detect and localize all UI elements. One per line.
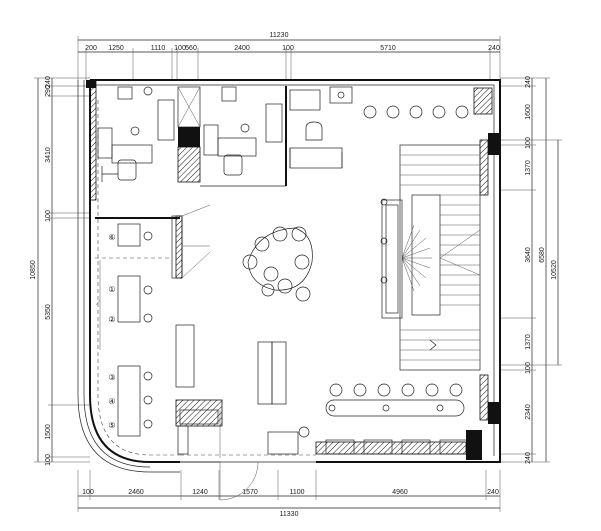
top-seg-9: 240	[488, 45, 500, 52]
bottom-seg-7: 240	[487, 489, 499, 496]
sofa-lounge	[380, 198, 432, 319]
left-seg-2: 290	[45, 85, 52, 97]
bottom-dimension: 100 2460 1240 1570 1100 4960 240 11330	[77, 470, 501, 518]
left-seg-5: 5350	[45, 304, 52, 320]
right-seg-1: 240	[525, 76, 532, 88]
right-seg-3: 100	[525, 137, 532, 149]
left-seg-7: 100	[45, 454, 52, 466]
top-seg-8: 5710	[380, 45, 396, 52]
top-seg-7: 100	[282, 45, 294, 52]
bottom-cabinet	[315, 430, 482, 460]
left-seg-1: 240	[45, 76, 52, 88]
top-seg-1: 200	[85, 45, 97, 52]
left-seg-6: 1500	[45, 424, 52, 440]
left-seg-4: 100	[45, 210, 52, 222]
right-columns	[479, 133, 500, 424]
bar-counter	[267, 383, 465, 455]
top-total-label: 11230	[270, 32, 289, 39]
workstation-zone: ⑥ ① ② ③ ④ ⑤	[95, 204, 223, 458]
bottom-seg-3: 1240	[192, 489, 208, 496]
bottom-seg-4: 1570	[242, 489, 258, 496]
right-seg-2: 1600	[525, 104, 532, 120]
column-top-middle	[178, 127, 200, 147]
top-seg-4: 100	[174, 45, 186, 52]
workstation-label-6: ⑥	[108, 233, 115, 242]
workstation-label-3: ③	[108, 373, 115, 382]
bottom-seg-6: 4960	[392, 489, 408, 496]
left-seg-3: 3410	[45, 147, 52, 163]
right-dimension: 240 1600 100 1370 3640 1370 100 2340 240…	[500, 76, 562, 464]
workstation-label-5: ⑤	[108, 421, 115, 430]
top-seg-2: 1250	[108, 45, 124, 52]
right-outer-label: 6580	[539, 247, 546, 263]
left-total-label: 10850	[30, 260, 37, 280]
restroom	[285, 86, 353, 186]
bottom-seg-2: 2460	[128, 489, 144, 496]
right-seg-8: 2340	[525, 404, 532, 420]
entrance-door	[180, 461, 259, 501]
bottom-total-label: 11330	[280, 511, 299, 518]
top-dimension: 11230 200 1250 1110 100 560 2400 100 571…	[77, 32, 501, 80]
wall-top-left	[89, 79, 97, 201]
right-seg-5: 3640	[525, 247, 532, 263]
top-seg-3: 1110	[151, 45, 166, 52]
staircase	[399, 144, 481, 371]
right-seg-7: 100	[525, 362, 532, 374]
office-top-left	[97, 86, 175, 182]
outer-walls	[77, 79, 501, 473]
bottom-seg-1: 100	[82, 489, 94, 496]
bar-stools-top	[363, 87, 493, 119]
bottom-seg-5: 1100	[289, 489, 304, 496]
right-seg-6: 1370	[525, 334, 532, 350]
office-top-middle	[177, 86, 286, 187]
workstation-label-2: ②	[108, 315, 115, 324]
right-total-label: 10520	[551, 260, 558, 280]
workstation-label-4: ④	[108, 397, 115, 406]
right-seg-4: 1370	[525, 160, 532, 176]
left-dimension: 10850 240 290 3410 100 5350 1500 100	[30, 76, 90, 466]
workstation-label-1: ①	[108, 285, 115, 294]
round-table	[242, 226, 313, 302]
right-seg-9: 240	[525, 452, 532, 464]
central-tables	[257, 341, 287, 405]
top-seg-6: 2400	[234, 45, 250, 52]
top-seg-5: 560	[185, 45, 197, 52]
